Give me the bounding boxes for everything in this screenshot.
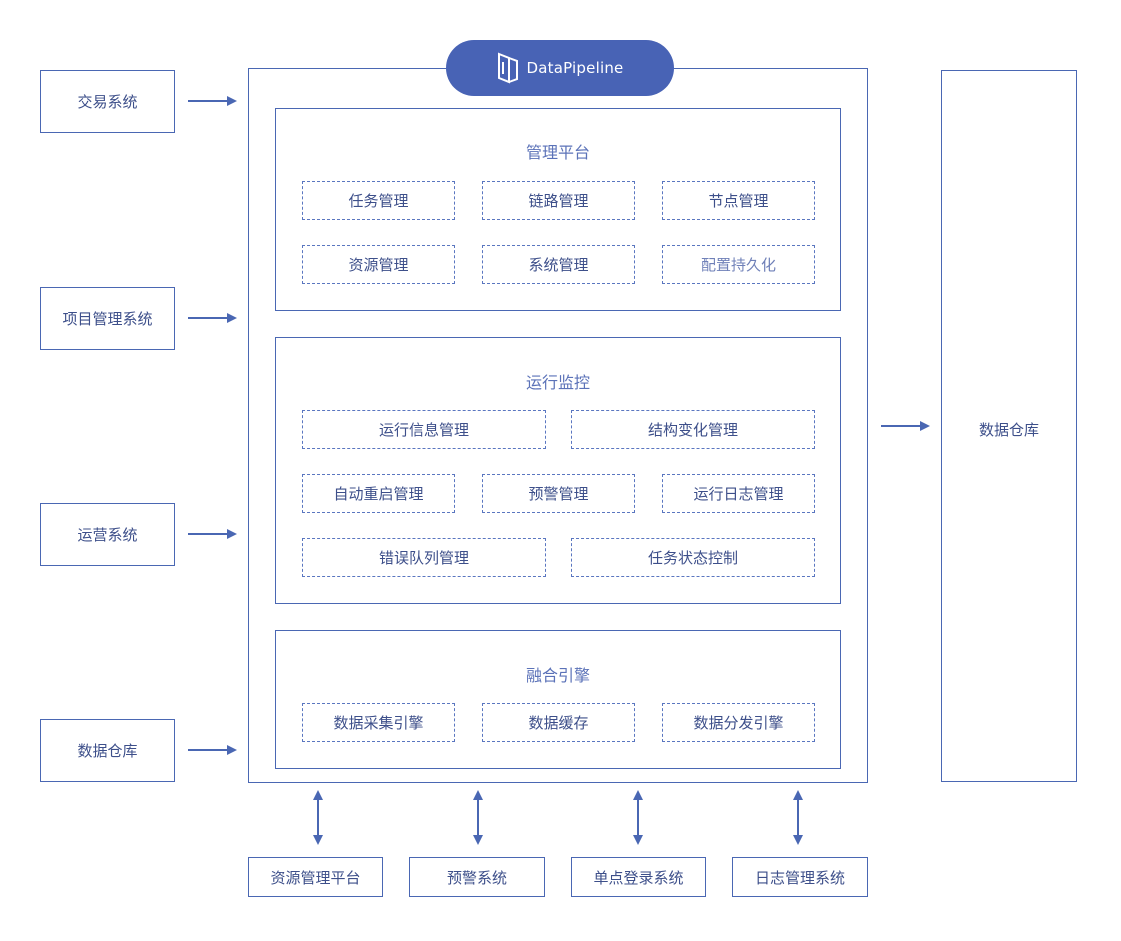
input-system-label: 运营系统 [77,526,138,544]
input-system-label: 交易系统 [77,93,138,111]
runtime-monitoring-panel: 运行监控 运行信息管理 结构变化管理 自动重启管理 预警管理 运行日志管理 错误… [275,337,841,604]
module-system-management: 系统管理 [482,245,635,284]
module-resource-management: 资源管理 [302,245,455,284]
module-runtime-info-management: 运行信息管理 [302,410,546,449]
bottom-system-sso: 单点登录系统 [571,857,706,897]
management-platform-panel: 管理平台 任务管理 链路管理 节点管理 资源管理 系统管理 配置持久化 [275,108,841,311]
fusion-engine-title: 融合引擎 [525,666,590,685]
input-system-trading: 交易系统 [40,70,175,133]
module-error-queue-management: 错误队列管理 [302,538,546,577]
input-system-operations: 运营系统 [40,503,175,566]
bottom-system-resource-platform: 资源管理平台 [248,857,383,897]
module-alert-management: 预警管理 [482,474,635,513]
output-label: 数据仓库 [978,421,1039,439]
input-system-project-management: 项目管理系统 [40,287,175,350]
bottom-system-label: 预警系统 [446,868,507,887]
module-link-management: 链路管理 [482,181,635,220]
module-runtime-log-management: 运行日志管理 [662,474,815,513]
module-node-management: 节点管理 [662,181,815,220]
brand-name: DataPipeline [526,59,624,77]
input-system-data-warehouse: 数据仓库 [40,719,175,782]
output-data-warehouse: 数据仓库 [941,70,1077,782]
runtime-monitoring-title: 运行监控 [525,373,590,392]
brand-badge: DataPipeline [446,40,674,96]
bottom-system-label: 日志管理系统 [754,868,845,887]
module-task-management: 任务管理 [302,181,455,220]
module-data-cache: 数据缓存 [482,703,635,742]
module-config-persistence: 配置持久化 [662,245,815,284]
datapipeline-logo-icon [497,52,518,84]
module-data-collection-engine: 数据采集引擎 [302,703,455,742]
module-schema-change-management: 结构变化管理 [571,410,815,449]
input-system-label: 项目管理系统 [62,310,153,328]
input-system-label: 数据仓库 [77,742,138,760]
management-platform-title: 管理平台 [525,143,590,162]
fusion-engine-panel: 融合引擎 数据采集引擎 数据缓存 数据分发引擎 [275,630,841,769]
module-task-state-control: 任务状态控制 [571,538,815,577]
module-data-distribution-engine: 数据分发引擎 [662,703,815,742]
module-auto-restart-management: 自动重启管理 [302,474,455,513]
bottom-system-log-management: 日志管理系统 [732,857,868,897]
bottom-system-label: 资源管理平台 [270,868,361,887]
bottom-system-alert: 预警系统 [409,857,545,897]
bottom-system-label: 单点登录系统 [593,868,684,887]
